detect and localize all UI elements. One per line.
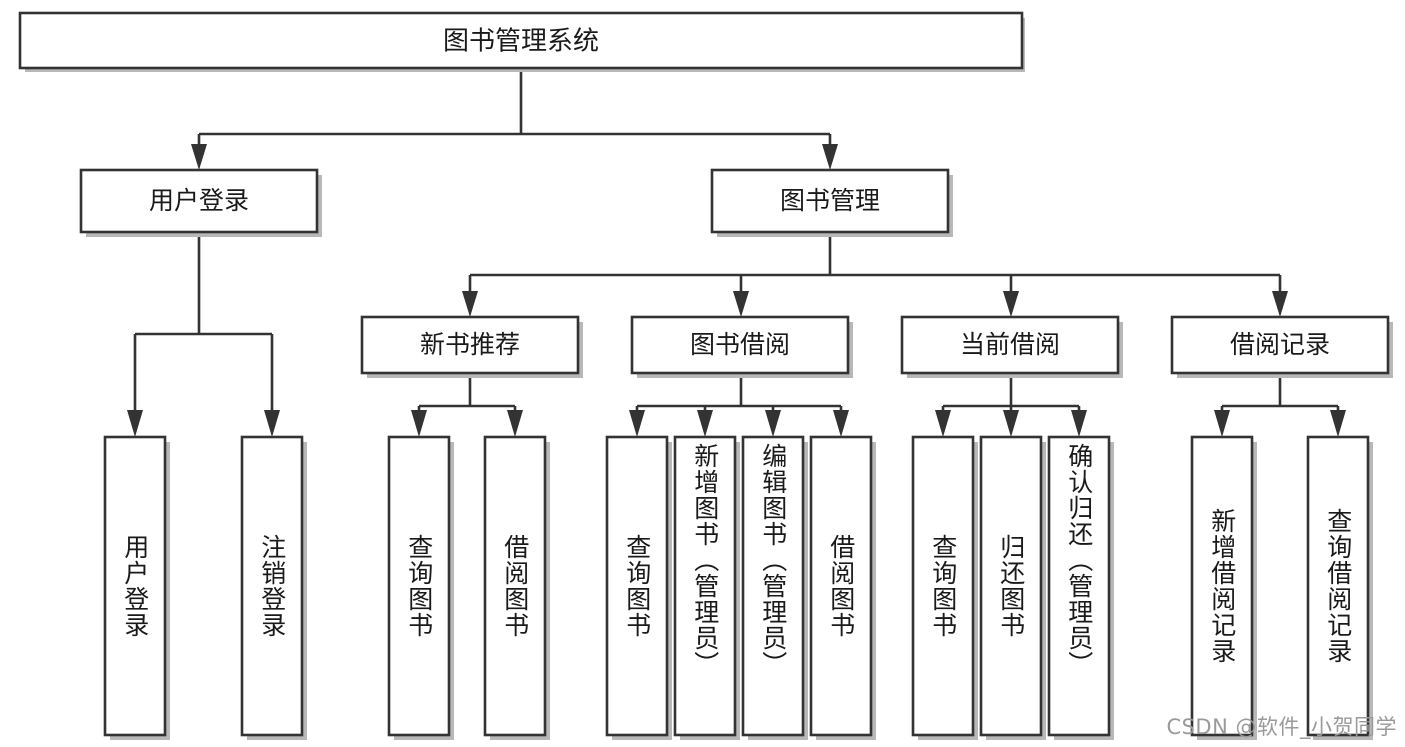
edge-group	[127, 68, 1346, 437]
arrow-to-user-login	[191, 144, 207, 170]
book-borrow-label: 图书借阅	[690, 330, 790, 359]
leaf-node-user-login[interactable]	[103, 435, 170, 740]
leaf-node-logout[interactable]	[240, 435, 307, 740]
arrow-to-new-book	[462, 291, 478, 317]
current-borrow-box	[900, 315, 1120, 375]
arrow-bookborrow-leaf-3	[765, 410, 781, 437]
leaf-node-borrow-edit[interactable]	[741, 435, 808, 740]
leaf-node-current-return[interactable]	[979, 435, 1046, 740]
leaf-node-record-add[interactable]	[1190, 435, 1257, 740]
user-login-label: 用户登录	[149, 186, 249, 215]
node-new-book-recommend[interactable]: 新书推荐	[360, 315, 583, 378]
arrow-bookborrow-leaf-4	[833, 410, 849, 437]
leaf-node-newbook-query[interactable]	[387, 435, 454, 740]
node-book-manage[interactable]: 图书管理	[710, 168, 953, 237]
book-borrow-box	[630, 315, 850, 375]
leaf-box	[979, 435, 1043, 737]
new-book-label: 新书推荐	[420, 330, 520, 359]
node-user-login[interactable]: 用户登录	[79, 168, 322, 237]
leaf-box	[483, 435, 547, 737]
current-borrow-label: 当前借阅	[960, 330, 1060, 359]
leaf-box	[1306, 435, 1370, 737]
leaf-box	[103, 435, 167, 737]
borrow-record-box	[1170, 315, 1390, 375]
arrow-borrowrecord-leaf-1	[1214, 410, 1230, 437]
node-borrow-record[interactable]: 借阅记录	[1170, 315, 1393, 378]
leaf-box	[741, 435, 805, 737]
leaf-node-borrow-add[interactable]	[673, 435, 740, 740]
arrow-currentborrow-leaf-3	[1071, 410, 1087, 437]
leaf-box	[1047, 435, 1111, 737]
arrow-bookborrow-leaf-1	[629, 410, 645, 437]
arrow-currentborrow-leaf-1	[935, 410, 951, 437]
arrow-to-leaf-logout	[264, 410, 280, 437]
leaf-box	[1190, 435, 1254, 737]
user-login-box	[79, 168, 319, 234]
book-manage-box	[710, 168, 950, 234]
arrow-to-book-borrow	[733, 291, 749, 317]
arrow-bookborrow-leaf-2	[697, 410, 713, 437]
leaf-box	[605, 435, 669, 737]
leaf-node-current-confirm[interactable]	[1047, 435, 1114, 740]
leaf-node-record-query[interactable]	[1306, 435, 1373, 740]
arrow-currentborrow-leaf-2	[1003, 410, 1019, 437]
new-book-box	[360, 315, 580, 375]
arrow-to-book-manage	[822, 144, 838, 170]
arrow-newbook-leaf-1	[411, 410, 427, 437]
node-book-borrow[interactable]: 图书借阅	[630, 315, 853, 378]
arrow-borrowrecord-leaf-2	[1330, 410, 1346, 437]
leaf-node-newbook-borrow[interactable]	[483, 435, 550, 740]
leaf-node-current-query[interactable]	[911, 435, 978, 740]
watermark-text: CSDN @软件_小贺同学	[1166, 715, 1397, 739]
book-manage-label: 图书管理	[780, 186, 880, 215]
leaf-box	[387, 435, 451, 737]
leaf-node-borrow-query[interactable]	[605, 435, 672, 740]
arrow-to-borrow-record	[1272, 291, 1288, 317]
leaf-box	[673, 435, 737, 737]
leaf-box	[911, 435, 975, 737]
node-root[interactable]: 图书管理系统	[18, 11, 1025, 72]
leaf-node-borrow-lend[interactable]	[809, 435, 876, 740]
arrow-to-leaf-user-login	[127, 410, 143, 437]
leaf-box	[809, 435, 873, 737]
root-label: 图书管理系统	[443, 27, 599, 57]
node-current-borrow[interactable]: 当前借阅	[900, 315, 1123, 378]
leaf-box	[240, 435, 304, 737]
arrow-to-current-borrow	[1003, 291, 1019, 317]
arrow-newbook-leaf-2	[507, 410, 523, 437]
root-box	[18, 11, 1024, 70]
borrow-record-label: 借阅记录	[1230, 330, 1330, 359]
